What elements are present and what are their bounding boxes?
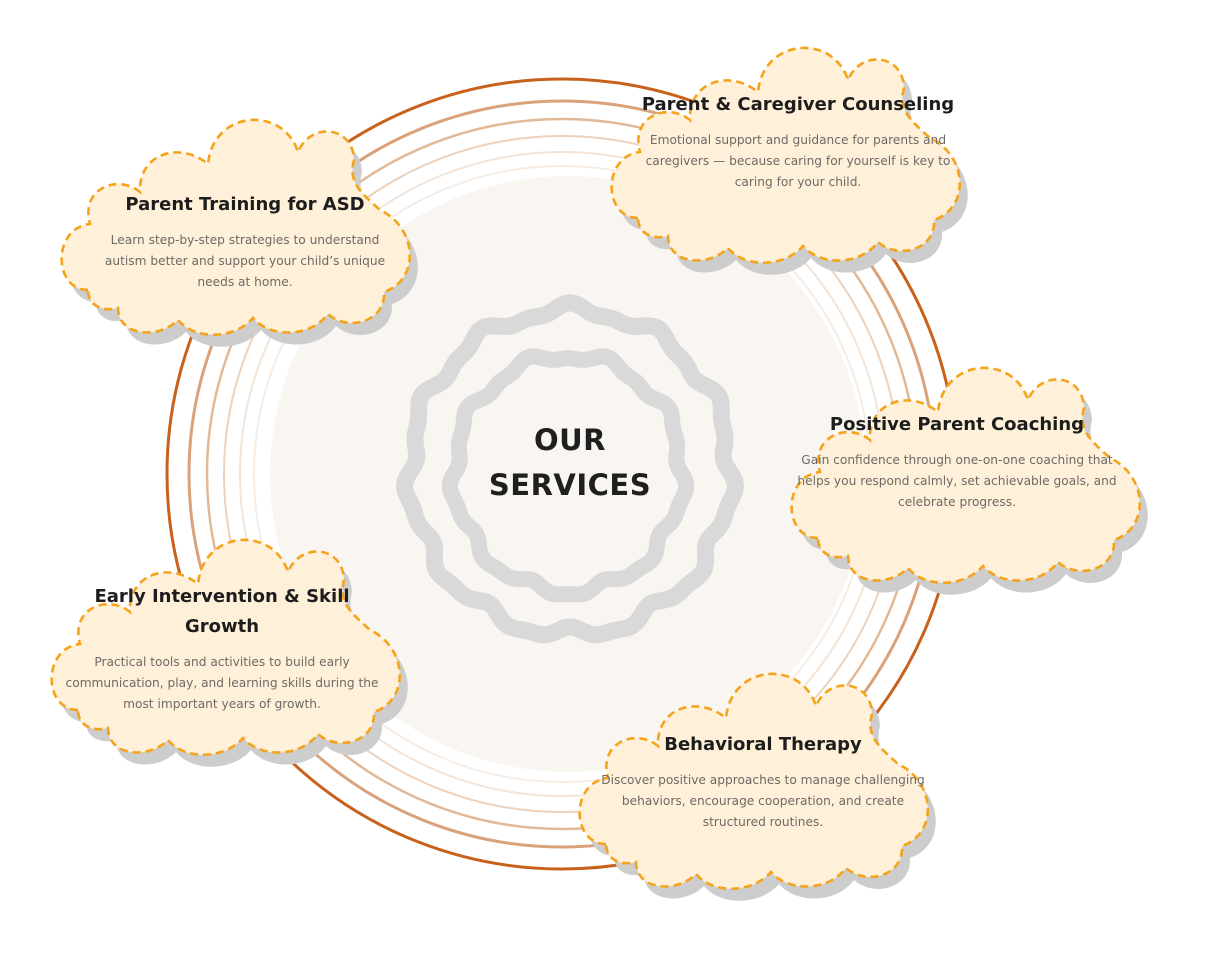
service-description: Discover positive approaches to manage c… [601, 773, 925, 829]
service-title: Parent & Caregiver Counseling [641, 94, 955, 115]
cloud-shape [50, 538, 408, 767]
service-title: Early Intervention & Skill Growth [94, 586, 350, 637]
service-description: Learn step-by-step strategies to underst… [104, 233, 386, 289]
service-description: Gain confidence through one-on-one coach… [797, 453, 1117, 509]
service-card-caregiver-counseling: Parent & Caregiver Counseling Emotional … [598, 28, 978, 288]
squiggle-inner [441, 348, 695, 603]
service-description: Emotional support and guidance for paren… [645, 133, 951, 189]
ring-core [270, 176, 866, 772]
cloud-shape [610, 46, 968, 275]
cloud-body [50, 538, 402, 757]
service-title: Positive Parent Coaching [829, 414, 1085, 435]
cloud-shape [60, 118, 418, 347]
squiggle-outer [396, 294, 744, 644]
service-title: Behavioral Therapy [664, 734, 862, 755]
service-description: Practical tools and activities to build … [65, 655, 379, 711]
center-title-line-2: SERVICES [488, 468, 652, 502]
cloud-shape [578, 672, 936, 901]
cloud-body [610, 46, 962, 265]
service-card-early-intervention: Early Intervention & Skill Growth Practi… [38, 520, 418, 780]
cloud-body [60, 118, 412, 337]
service-card-behavioral-therapy: Behavioral Therapy Discover positive app… [566, 654, 946, 914]
cloud-body [578, 672, 930, 891]
center-title-line-1: OUR [533, 423, 607, 457]
service-card-parent-training: Parent Training for ASD Learn step-by-st… [48, 100, 428, 360]
cloud-body [790, 366, 1142, 585]
service-card-positive-coaching: Positive Parent Coaching Gain confidence… [778, 348, 1158, 608]
cloud-shape [790, 366, 1148, 595]
center-title: OUR SERVICES [440, 418, 700, 508]
service-title: Parent Training for ASD [125, 194, 365, 215]
